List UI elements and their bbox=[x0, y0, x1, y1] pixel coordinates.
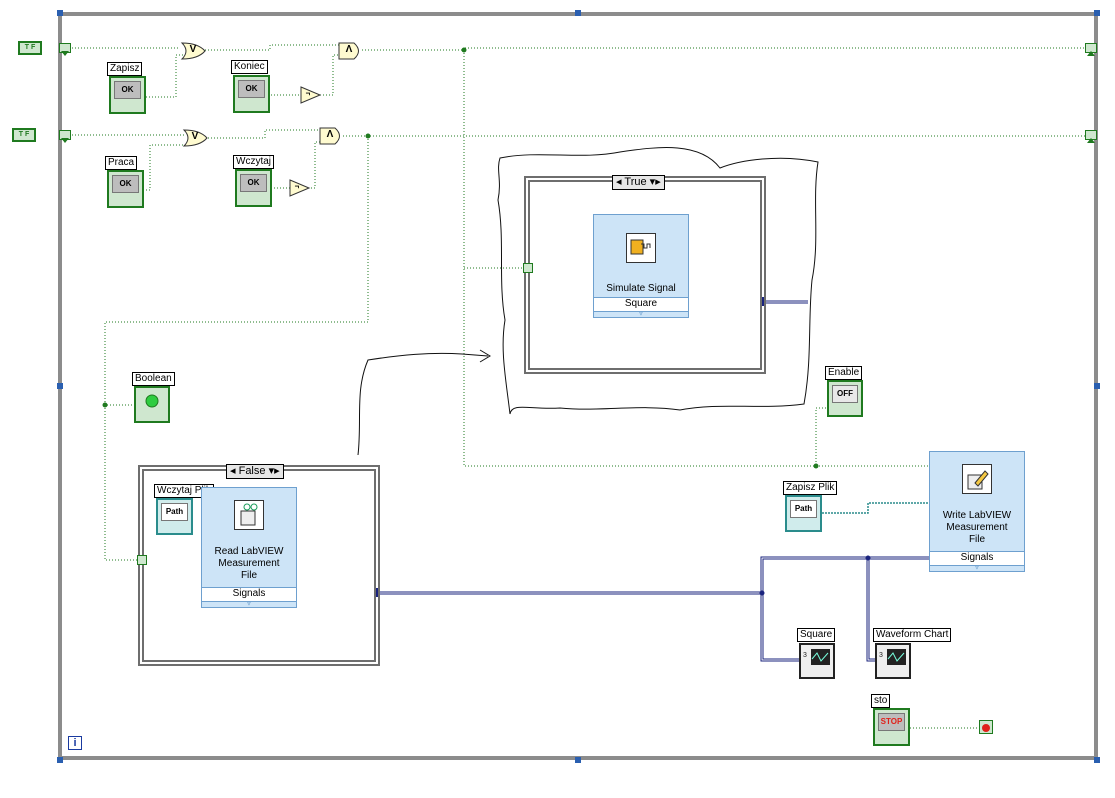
label-zapisz-plik: Zapisz Plik bbox=[783, 481, 838, 495]
enable-off-text: OFF bbox=[832, 385, 858, 403]
frame-handle-bottom-right[interactable] bbox=[1094, 757, 1100, 763]
loop-condition-terminal[interactable] bbox=[979, 720, 993, 734]
and-gate-top-label: Λ bbox=[345, 44, 353, 55]
bool-constant-bottom[interactable]: T F bbox=[12, 128, 36, 142]
simulate-signal-express-vi[interactable]: Simulate Signal Square ⩔ bbox=[593, 214, 689, 318]
shift-register-right-top[interactable] bbox=[1085, 43, 1097, 56]
prev-case-icon[interactable]: ◂ bbox=[230, 465, 236, 477]
frame-handle-bottom-left[interactable] bbox=[57, 757, 63, 763]
simulate-signal-title: Simulate Signal bbox=[606, 283, 676, 294]
read-file-title: Read LabVIEW Measurement File bbox=[214, 546, 284, 581]
write-file-title: Write LabVIEW Measurement File bbox=[942, 510, 1012, 545]
label-boolean: Boolean bbox=[132, 372, 175, 386]
frame-handle-top-right[interactable] bbox=[1094, 10, 1100, 16]
svg-text:3: 3 bbox=[803, 652, 807, 659]
zapisz-plik-path-terminal[interactable]: Path bbox=[785, 495, 822, 532]
svg-text:3: 3 bbox=[879, 652, 883, 659]
label-praca: Praca bbox=[105, 156, 138, 170]
zapisz-plik-path-text: Path bbox=[790, 500, 817, 518]
praca-ok-text: OK bbox=[112, 175, 139, 193]
label-wczytaj-plik: Wczytaj Plik bbox=[154, 484, 214, 498]
prev-case-icon[interactable]: ◂ bbox=[616, 176, 622, 188]
read-measurement-file-express-vi[interactable]: Read LabVIEW Measurement File Signals ⩔ bbox=[201, 487, 297, 608]
enable-button-terminal[interactable]: OFF bbox=[827, 380, 863, 417]
iteration-terminal[interactable]: i bbox=[68, 736, 82, 750]
and-gate-bottom-label: Λ bbox=[326, 129, 334, 140]
case-dropdown-icon[interactable]: ▾▸ bbox=[268, 465, 280, 477]
label-waveform-chart: Waveform Chart bbox=[873, 628, 952, 642]
write-file-icon bbox=[962, 464, 992, 494]
not-gate-bottom-label: ¬ bbox=[294, 182, 300, 191]
stop-text: STOP bbox=[878, 713, 905, 731]
or-gate-top[interactable] bbox=[180, 42, 206, 60]
frame-handle-mid-right[interactable] bbox=[1094, 383, 1100, 389]
led-icon bbox=[145, 394, 159, 408]
wczytaj-plik-path-text: Path bbox=[161, 503, 188, 521]
case-selector-terminal-upper[interactable] bbox=[523, 263, 533, 273]
expand-icon[interactable]: ⩔ bbox=[638, 308, 644, 317]
simulate-signal-port-square[interactable]: Square bbox=[594, 297, 688, 312]
case-selector-lower[interactable]: ◂ False ▾▸ bbox=[226, 464, 284, 479]
label-zapisz: Zapisz bbox=[107, 62, 143, 76]
label-enable: Enable bbox=[825, 366, 863, 380]
frame-handle-bottom-mid[interactable] bbox=[575, 757, 581, 763]
simulate-signal-icon bbox=[626, 233, 656, 263]
frame-handle-mid-left[interactable] bbox=[57, 383, 63, 389]
wczytaj-plik-path-terminal[interactable]: Path bbox=[156, 498, 193, 535]
frame-handle-top-mid[interactable] bbox=[575, 10, 581, 16]
frame-handle-top-left[interactable] bbox=[57, 10, 63, 16]
waveform-chart-terminal[interactable]: 3 bbox=[875, 643, 911, 679]
shift-register-left-bottom[interactable] bbox=[59, 130, 71, 143]
chart-icon: 3 bbox=[879, 649, 906, 665]
wczytaj-ok-text: OK bbox=[240, 174, 267, 192]
zapisz-button-terminal[interactable]: OK bbox=[109, 76, 146, 114]
koniec-button-terminal[interactable]: OK bbox=[233, 75, 270, 113]
case-dropdown-icon[interactable]: ▾▸ bbox=[649, 176, 661, 188]
case-selector-upper-value: True bbox=[624, 176, 647, 188]
label-sto: sto bbox=[871, 694, 891, 708]
label-koniec: Koniec bbox=[231, 60, 268, 74]
label-square: Square bbox=[797, 628, 836, 642]
stop-button-terminal[interactable]: STOP bbox=[873, 708, 910, 746]
boolean-led-terminal[interactable] bbox=[134, 386, 170, 423]
case-selector-lower-value: False bbox=[238, 465, 266, 477]
read-file-icon bbox=[234, 500, 264, 530]
or-gate-top-label: V bbox=[189, 44, 197, 55]
not-gate-top-label: ¬ bbox=[305, 89, 311, 98]
not-gate-bottom[interactable] bbox=[289, 179, 311, 197]
and-gate-top[interactable] bbox=[338, 42, 364, 60]
not-gate-top[interactable] bbox=[300, 86, 322, 104]
praca-button-terminal[interactable]: OK bbox=[107, 170, 144, 208]
stop-sign-icon bbox=[982, 724, 990, 732]
koniec-ok-text: OK bbox=[238, 80, 265, 98]
write-measurement-file-express-vi[interactable]: Write LabVIEW Measurement File Signals ⩔ bbox=[929, 451, 1025, 572]
shift-register-left-top[interactable] bbox=[59, 43, 71, 56]
expand-icon[interactable]: ⩔ bbox=[246, 598, 252, 607]
wczytaj-button-terminal[interactable]: OK bbox=[235, 169, 272, 207]
or-gate-bottom-label: V bbox=[191, 131, 199, 142]
zapisz-ok-text: OK bbox=[114, 81, 141, 99]
case-selector-terminal-lower[interactable] bbox=[137, 555, 147, 565]
read-file-port-signals[interactable]: Signals bbox=[202, 587, 296, 602]
shift-register-right-bottom[interactable] bbox=[1085, 130, 1097, 143]
label-wczytaj: Wczytaj bbox=[233, 155, 274, 169]
and-gate-bottom[interactable] bbox=[319, 127, 345, 145]
square-chart-terminal[interactable]: 3 bbox=[799, 643, 835, 679]
write-file-port-signals[interactable]: Signals bbox=[930, 551, 1024, 566]
case-selector-upper[interactable]: ◂ True ▾▸ bbox=[612, 175, 665, 190]
chart-icon: 3 bbox=[803, 649, 830, 665]
or-gate-bottom[interactable] bbox=[182, 129, 208, 147]
bool-constant-top[interactable]: T F bbox=[18, 41, 42, 55]
expand-icon[interactable]: ⩔ bbox=[974, 562, 980, 571]
